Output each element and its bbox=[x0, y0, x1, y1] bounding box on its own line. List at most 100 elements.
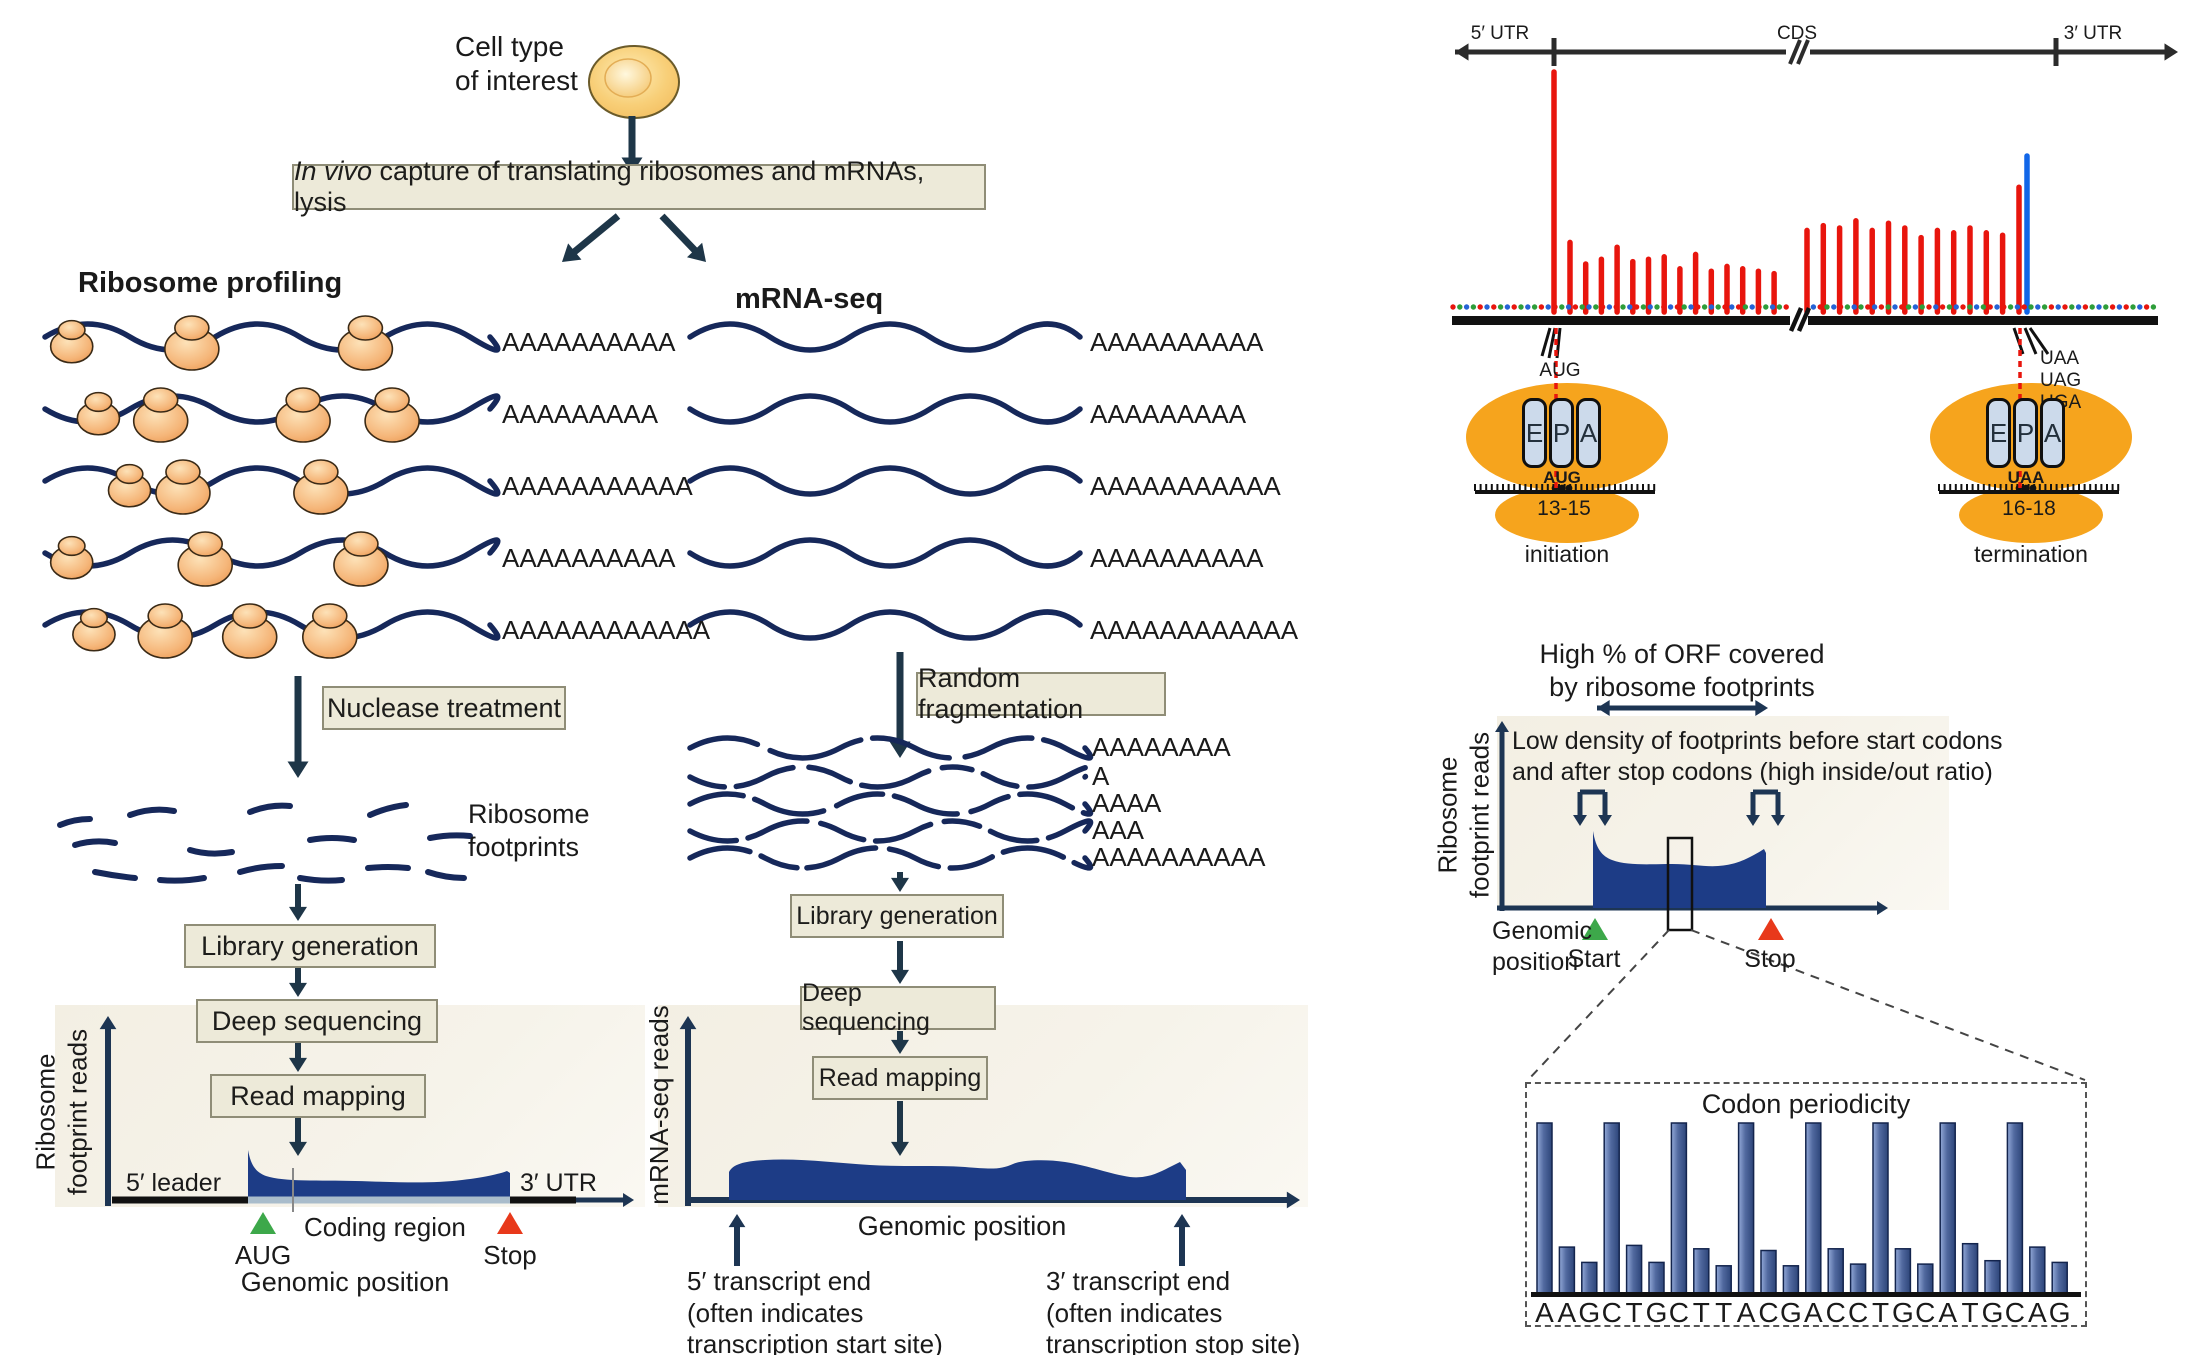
mrna-seq-title: mRNA-seq bbox=[735, 283, 884, 315]
mrna-strand-with-ribosomes bbox=[42, 387, 501, 443]
ribosome-footprints-fragments bbox=[57, 802, 473, 884]
svg-text:T: T bbox=[1962, 1297, 1979, 1328]
nuclease-treatment-box: Nuclease treatment bbox=[322, 686, 566, 730]
random-fragmentation-box: Random fragmentation bbox=[916, 663, 1166, 724]
left-plot-xlabel: Genomic position bbox=[240, 1267, 450, 1297]
stop-codon-uaa-label: UAA bbox=[2040, 348, 2080, 369]
svg-text:T: T bbox=[1626, 1297, 1643, 1328]
read-mapping-left-box: Read mapping bbox=[210, 1074, 426, 1118]
svg-text:A: A bbox=[2028, 1297, 2047, 1328]
polya-label: AAAAAAAAAA bbox=[502, 327, 676, 357]
svg-text:G: G bbox=[1646, 1297, 1668, 1328]
stop-label-orf: Stop bbox=[1744, 945, 1796, 973]
svg-text:T: T bbox=[1715, 1297, 1732, 1328]
svg-text:A: A bbox=[1737, 1297, 1756, 1328]
svg-text:G: G bbox=[1982, 1297, 2004, 1328]
fragment-length-label: AAAAAAAAAA bbox=[1092, 842, 1266, 872]
p-site-initiation: P bbox=[1549, 398, 1574, 468]
mrna-seq-strands bbox=[687, 321, 1083, 641]
uaa-p-site-label: UAA bbox=[2007, 468, 2045, 487]
nucleotide-dots-row bbox=[1450, 304, 2157, 310]
mid-plot-xlabel: Genomic position bbox=[857, 1211, 1067, 1241]
fragment-length-label: AAAAAAAA bbox=[1092, 732, 1231, 762]
deep-sequencing-mid-box: Deep sequencing bbox=[800, 979, 996, 1036]
svg-text:C: C bbox=[1826, 1297, 1846, 1328]
footprint-length-termination: 16-18 bbox=[2002, 497, 2056, 520]
capture-box: In vivo capture of translating ribosomes… bbox=[292, 156, 986, 217]
utr3-label: 3′ UTR bbox=[2063, 23, 2123, 44]
read-mapping-mid-box: Read mapping bbox=[812, 1056, 988, 1100]
fragment-length-label: AAA bbox=[1092, 815, 1145, 845]
stop-codon-uag-label: UAG bbox=[2040, 370, 2082, 391]
svg-text:T: T bbox=[1872, 1297, 1889, 1328]
footprint-density-area bbox=[248, 1150, 510, 1200]
aug-codon-label: AUG bbox=[1539, 360, 1581, 381]
polya-label: AAAAAAAAAAAA bbox=[1090, 615, 1299, 645]
svg-text:C: C bbox=[1669, 1297, 1689, 1328]
five-prime-leader-label: 5′ leader bbox=[126, 1169, 222, 1197]
svg-text:G: G bbox=[1892, 1297, 1914, 1328]
mrna-line-right bbox=[1808, 316, 2158, 325]
svg-text:C: C bbox=[1758, 1297, 1778, 1328]
svg-text:A: A bbox=[1938, 1297, 1957, 1328]
fragment-length-label: A bbox=[1092, 761, 1110, 791]
library-generation-mid-box: Library generation bbox=[790, 894, 1004, 938]
mrna-strand-with-ribosomes bbox=[42, 603, 501, 659]
aug-p-site-label: AUG bbox=[1543, 468, 1581, 487]
orf-footprint-area bbox=[1593, 831, 1766, 908]
svg-text:A: A bbox=[1804, 1297, 1823, 1328]
utr5-label: 5′ UTR bbox=[1470, 23, 1530, 44]
svg-text:T: T bbox=[1693, 1297, 1710, 1328]
svg-text:A: A bbox=[1535, 1297, 1554, 1328]
svg-text:G: G bbox=[1578, 1297, 1600, 1328]
e-site-initiation: E bbox=[1522, 398, 1547, 468]
a-site-termination: A bbox=[2040, 398, 2065, 468]
fragment-length-label: AAAA bbox=[1092, 788, 1162, 818]
three-prime-utr-label-left: 3′ UTR bbox=[520, 1169, 597, 1197]
start-triangle-orf bbox=[1582, 918, 1608, 940]
deep-sequencing-left-box: Deep sequencing bbox=[196, 999, 438, 1043]
mrna-strand-with-ribosomes bbox=[42, 531, 501, 587]
fragmented-mrna-strands bbox=[687, 735, 1094, 871]
cds-label: CDS bbox=[1776, 23, 1818, 44]
a-site-initiation: A bbox=[1576, 398, 1601, 468]
svg-text:G: G bbox=[2049, 1297, 2071, 1328]
library-generation-left-box: Library generation bbox=[184, 924, 436, 968]
polya-label: AAAAAAAAAAA bbox=[502, 471, 693, 501]
svg-text:G: G bbox=[1780, 1297, 1802, 1328]
aug-label-left-plot: AUG bbox=[234, 1240, 292, 1270]
mid-plot-ylabel: mRNA-seq reads bbox=[644, 1005, 675, 1205]
svg-text:C: C bbox=[2005, 1297, 2025, 1328]
polya-label: AAAAAAAAAA bbox=[1090, 543, 1264, 573]
low-density-note: Low density of footprints before start c… bbox=[1512, 727, 2003, 786]
coding-region-label: Coding region bbox=[304, 1212, 466, 1242]
mrna-seq-reads-area bbox=[729, 1159, 1186, 1200]
mrna-strand-with-ribosomes bbox=[42, 459, 501, 515]
codon-periodicity-bars bbox=[1536, 1122, 2068, 1294]
start-label: Start bbox=[1567, 945, 1621, 973]
e-site-termination: E bbox=[1986, 398, 2011, 468]
svg-text:C: C bbox=[1915, 1297, 1935, 1328]
ribosome-profiling-strands bbox=[42, 315, 501, 659]
ribosome-profiling-title: Ribosome profiling bbox=[78, 267, 343, 299]
mrna-strand-with-ribosomes bbox=[42, 315, 501, 371]
stop-triangle bbox=[497, 1212, 523, 1234]
polya-label: AAAAAAAAA bbox=[502, 399, 659, 429]
footprint-density-bars bbox=[1551, 69, 2030, 315]
svg-text:A: A bbox=[1558, 1297, 1577, 1328]
zoom-rectangle bbox=[1666, 836, 1694, 932]
svg-text:C: C bbox=[1848, 1297, 1868, 1328]
polya-label: AAAAAAAAAA bbox=[1090, 327, 1264, 357]
termination-label: termination bbox=[1974, 541, 2088, 567]
polya-label: AAAAAAAAA bbox=[1090, 399, 1247, 429]
p-site-termination: P bbox=[2013, 398, 2038, 468]
footprint-length-initiation: 13-15 bbox=[1537, 497, 1591, 520]
polya-label: AAAAAAAAAAAA bbox=[502, 615, 711, 645]
